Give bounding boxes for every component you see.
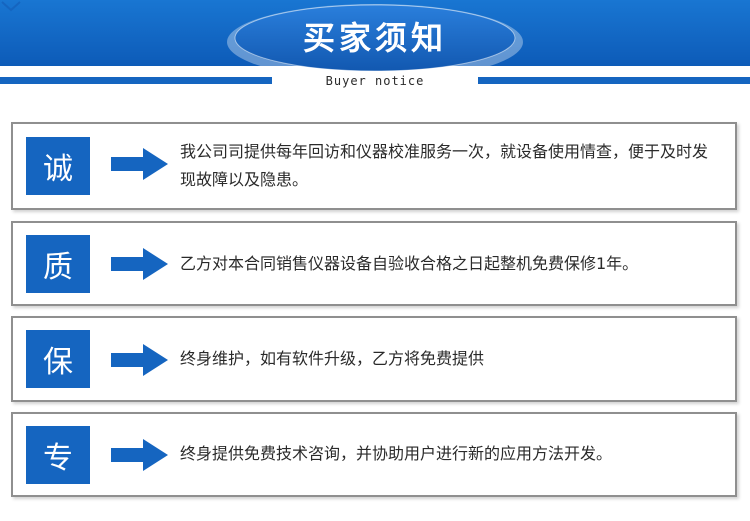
header-banner: 买家须知 Buyer notice (0, 0, 750, 120)
notice-badge: 诚 (26, 137, 90, 195)
notice-badge: 专 (26, 426, 90, 484)
notice-badge: 保 (26, 330, 90, 388)
notice-badge: 质 (26, 235, 90, 293)
notice-card-professional: 专 终身提供免费技术咨询，并协助用户进行新的应用方法开发。 (11, 412, 737, 497)
arrow-right-icon (111, 248, 168, 280)
page-title: 买家须知 (302, 19, 447, 57)
header-background (0, 0, 750, 84)
notice-text: 乙方对本合同销售仪器设备自验收合格之日起整机免费保修1年。 (180, 254, 639, 273)
arrow-right-icon (111, 439, 168, 471)
notice-text: 我公司司提供每年回访和仪器校准服务一次，就设备使用情查，便于及时发现故障以及隐患… (180, 142, 709, 189)
notice-card-warranty: 保 终身维护，如有软件升级，乙方将免费提供 (11, 316, 737, 402)
page-subtitle: Buyer notice (325, 74, 425, 88)
arrow-right-icon (111, 344, 168, 376)
chevron-down-icon (1, 1, 21, 12)
notice-text: 终身维护，如有软件升级，乙方将免费提供 (180, 349, 485, 368)
arrow-right-icon (111, 148, 168, 180)
notice-card-integrity: 诚 我公司司提供每年回访和仪器校准服务一次，就设备使用情查，便于及时发现故障以及… (11, 122, 737, 210)
notice-card-quality: 质 乙方对本合同销售仪器设备自验收合格之日起整机免费保修1年。 (11, 221, 737, 306)
notice-text: 终身提供免费技术咨询，并协助用户进行新的应用方法开发。 (180, 444, 613, 463)
